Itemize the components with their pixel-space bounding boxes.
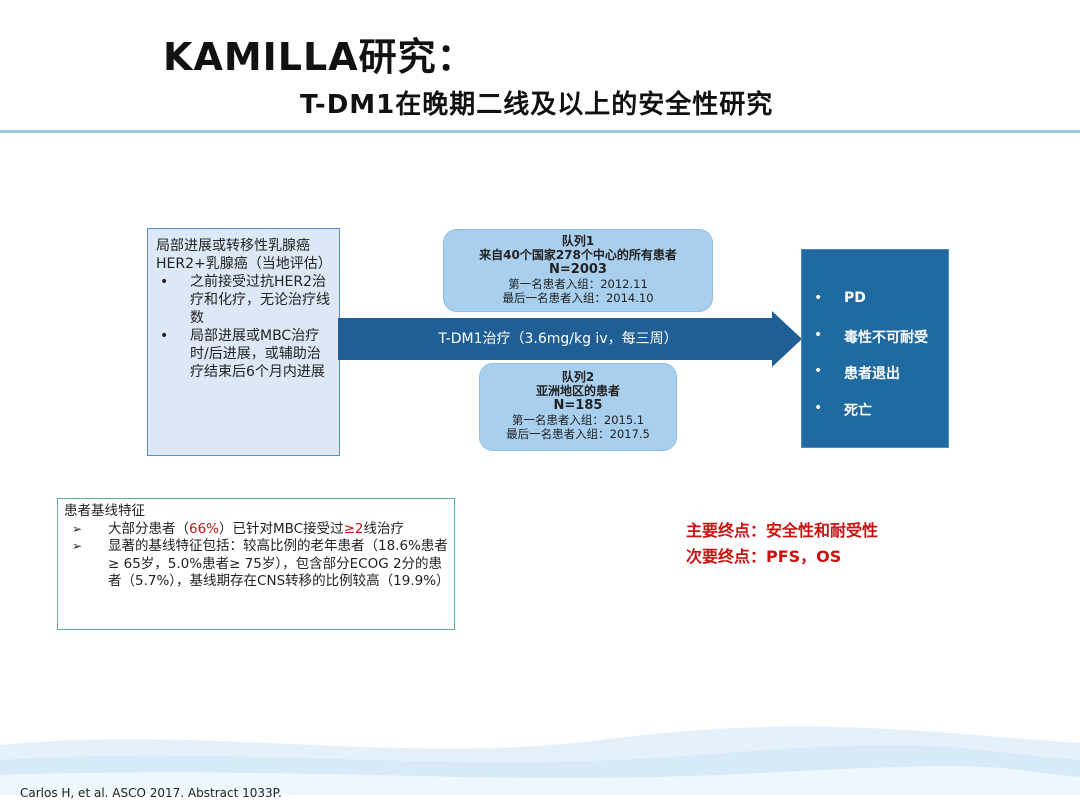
baseline-box: 患者基线特征 大部分患者（66%）已针对MBC接受过≥2线治疗 显著的基线特征包… <box>57 498 455 630</box>
cohort1-box: 队列1 来自40个国家278个中心的所有患者 N=2003 第一名患者入组：20… <box>443 229 713 312</box>
title-divider <box>0 130 1080 133</box>
highlight-lines: ≥2 <box>343 520 364 537</box>
cohort1-desc: 来自40个国家278个中心的所有患者 <box>479 248 677 262</box>
secondary-endpoint: 次要终点：PFS，OS <box>686 547 842 566</box>
outcomes-box: PD 毒性不可耐受 患者退出 死亡 <box>801 249 949 448</box>
decorative-wave <box>0 726 1080 795</box>
cohort2-n: N=185 <box>553 398 603 413</box>
text: 线治疗 <box>363 520 405 537</box>
outcome-item: 患者退出 <box>802 363 948 400</box>
primary-endpoint: 主要终点：安全性和耐受性 <box>686 521 879 540</box>
slide-subtitle: T-DM1在晚期二线及以上的安全性研究 <box>300 90 774 120</box>
outcome-item: PD <box>802 290 948 327</box>
cohort2-box: 队列2 亚洲地区的患者 N=185 第一名患者入组：2015.1 最后一名患者入… <box>479 363 677 451</box>
cohort1-title: 队列1 <box>561 234 595 248</box>
population-criterion: 局部进展或MBC治疗时/后进展，或辅助治疗结束后6个月内进展 <box>156 327 331 381</box>
text: 大部分患者（ <box>108 520 189 537</box>
cohort2-title: 队列2 <box>561 370 595 384</box>
cohort1-last: 最后一名患者入组：2014.10 <box>502 291 654 305</box>
outcome-item: 毒性不可耐受 <box>802 327 948 364</box>
outcome-item: 死亡 <box>802 400 948 437</box>
baseline-heading: 患者基线特征 <box>64 503 145 519</box>
highlight-pct: 66% <box>189 520 220 537</box>
population-box: 局部进展或转移性乳腺癌HER2+乳腺癌（当地评估） 之前接受过抗HER2治疗和化… <box>147 228 340 456</box>
baseline-item: 大部分患者（66%）已针对MBC接受过≥2线治疗 <box>64 521 448 539</box>
cohort1-first: 第一名患者入组：2012.11 <box>508 277 648 291</box>
treatment-arrow-bar <box>338 318 778 360</box>
citation: Carlos H, et al. ASCO 2017. Abstract 103… <box>20 786 282 800</box>
text: ）已针对MBC接受过 <box>219 520 344 537</box>
cohort2-last: 最后一名患者入组：2017.5 <box>506 427 650 441</box>
population-criterion: 之前接受过抗HER2治疗和化疗，无论治疗线数 <box>156 273 331 327</box>
cohort2-first: 第一名患者入组：2015.1 <box>511 413 645 427</box>
treatment-label: T-DM1治疗（3.6mg/kg iv，每三周） <box>438 331 678 347</box>
baseline-item: 显著的基线特征包括：较高比例的老年患者（18.6%患者≥ 65岁，5.0%患者≥… <box>64 538 450 591</box>
slide-title: KAMILLA研究： <box>163 35 476 79</box>
population-intro: 局部进展或转移性乳腺癌HER2+乳腺癌（当地评估） <box>156 238 332 272</box>
cohort2-desc: 亚洲地区的患者 <box>535 384 620 398</box>
arrow-head-icon <box>772 311 802 367</box>
cohort1-n: N=2003 <box>549 262 607 277</box>
